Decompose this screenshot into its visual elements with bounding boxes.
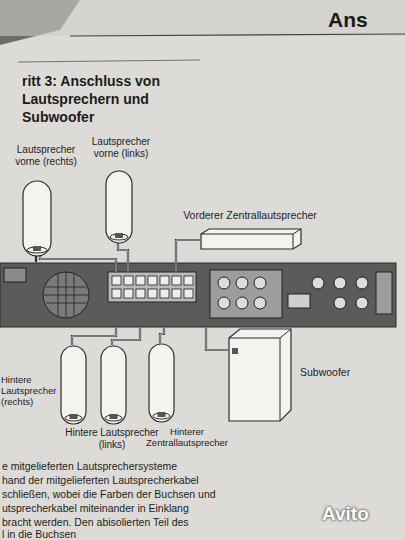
optical-port: [288, 294, 310, 308]
speaker: Lautsprecher vorne (links): [105, 170, 133, 244]
socket: [4, 268, 26, 282]
page-top: [0, 0, 405, 36]
speaker-label: Subwoofer: [300, 366, 370, 378]
speaker-shape: [22, 180, 52, 257]
receiver-body: [0, 263, 396, 327]
fan: [43, 272, 89, 318]
speaker-label: Lautsprecher vorne (rechts): [6, 144, 86, 167]
body-text: e mitgelieferten Lautsprechersysteme: [2, 460, 177, 472]
speaker: Hinterer Zentrallautsprecher: [148, 343, 175, 423]
speaker-label: Hintere Lautsprecher (rechts): [1, 375, 57, 408]
body-text: utsprecherkabel miteinander in Einklang: [2, 502, 189, 514]
speaker-label: Hinterer Zentrallautsprecher: [146, 427, 228, 449]
speaker-label: Lautsprecher vorne (links): [83, 136, 159, 159]
antenna-port: [376, 272, 392, 314]
subwoofer: Subwoofer: [228, 328, 292, 422]
rule: [70, 34, 405, 36]
body-text: bracht werden. Den abisolierten Teil des: [2, 516, 189, 528]
speaker-shape: [60, 345, 87, 425]
body-text: schließen, wobei die Farben der Buchsen …: [2, 488, 216, 500]
speaker-label: Vorderer Zentrallautsprecher: [155, 209, 345, 221]
speaker-shape: [100, 345, 127, 425]
speaker-shape: [228, 328, 292, 422]
speaker: Hintere Lautsprecher (links): [100, 345, 127, 425]
speaker-shape: [200, 228, 302, 250]
rule: [18, 60, 200, 62]
page-header: Ans: [328, 8, 368, 32]
section-title: ritt 3: Anschluss von Lautsprechern und …: [22, 72, 200, 127]
speaker-wires: [36, 240, 228, 350]
speaker: Hintere Lautsprecher (rechts): [60, 345, 87, 425]
watermark: Avito: [322, 503, 369, 525]
speaker-shape: [105, 170, 133, 244]
av-panel: [210, 270, 282, 318]
speaker: Vorderer Zentrallautsprecher: [200, 228, 302, 250]
speaker-shape: [148, 343, 175, 423]
body-text: l in die Buchsen: [2, 528, 76, 540]
speaker: Lautsprecher vorne (rechts): [22, 180, 52, 257]
speaker-terminals: [108, 272, 196, 302]
body-text: hand der mitgelieferten Lautsprecherkabe…: [2, 474, 199, 486]
